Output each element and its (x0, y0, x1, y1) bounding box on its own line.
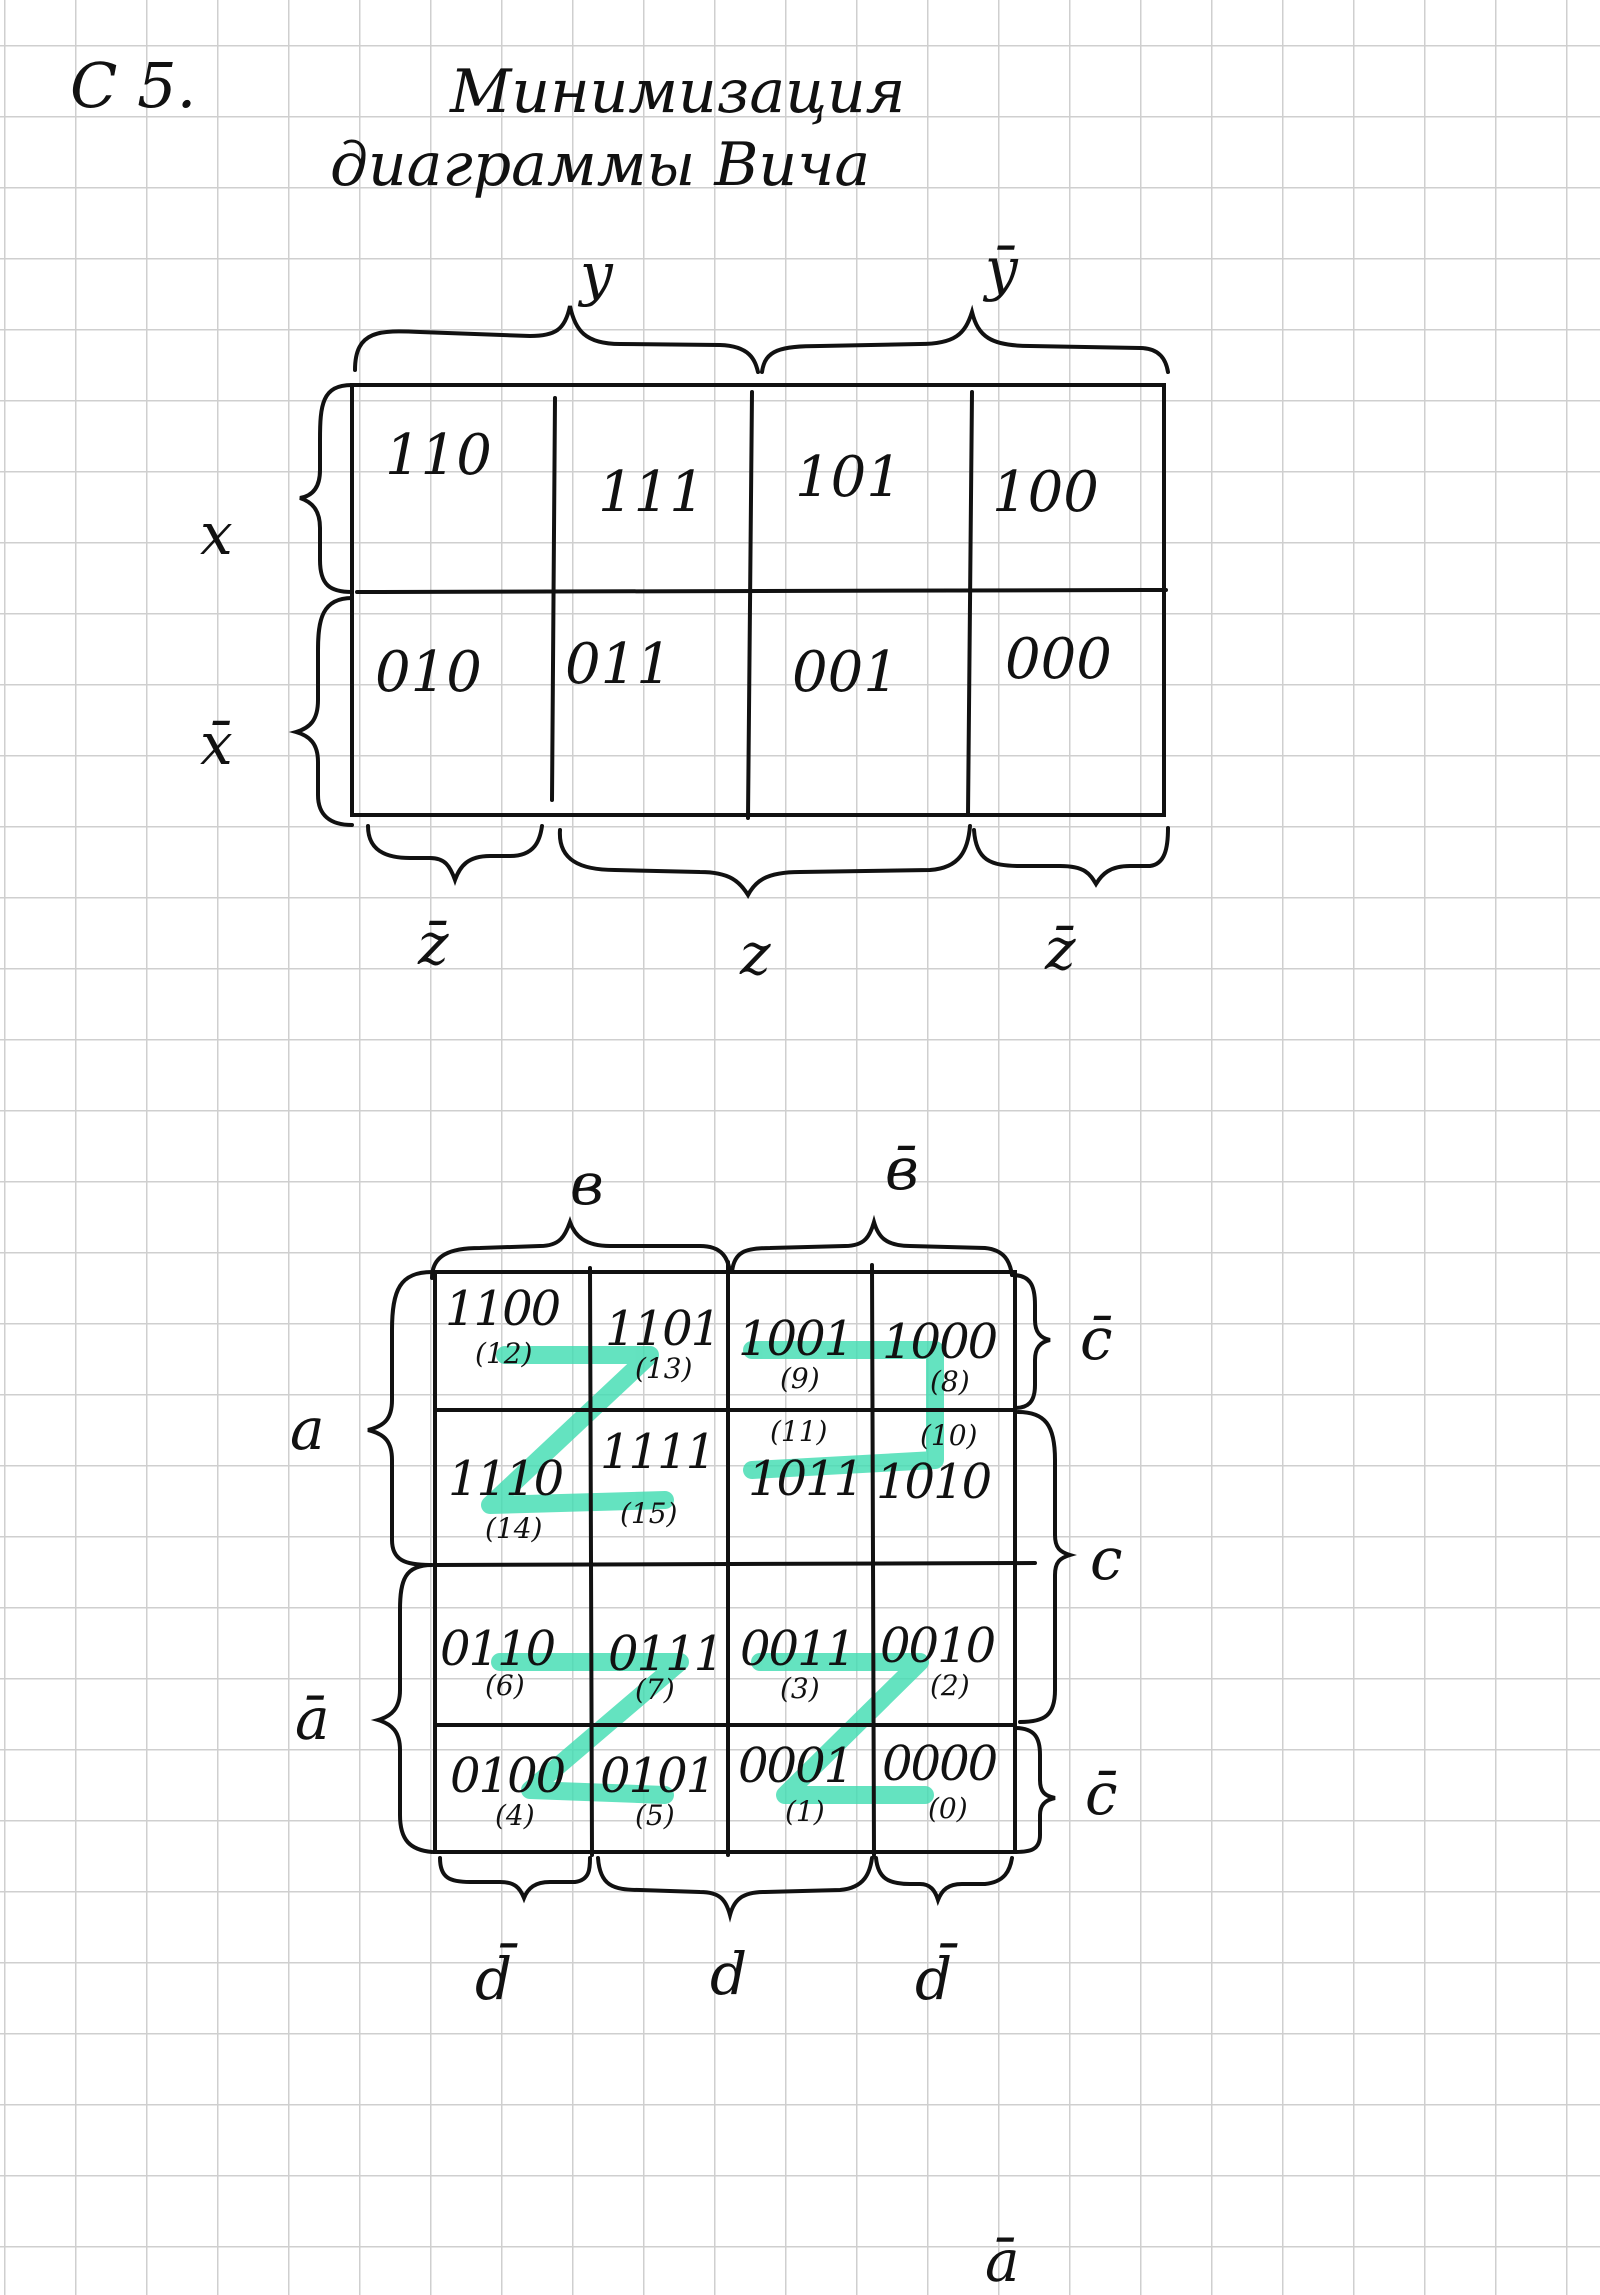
kmap3-label-zbar-left: z̄ (418, 910, 449, 978)
kmap4-brace-c (1016, 1410, 1077, 1724)
kmap3-brace-z-left (366, 824, 544, 886)
kmap4-cell-code: 0100 (450, 1748, 566, 1804)
kmap4-cell-index: (13) (635, 1352, 693, 1385)
kmap4-cell-index: (15) (620, 1497, 678, 1530)
kmap3-label-xbar: x̄ (200, 710, 233, 778)
kmap4-cell-index: (9) (780, 1362, 820, 1395)
kmap4-cell-code: 0000 (882, 1736, 998, 1792)
kmap4-cell-index: (5) (635, 1799, 675, 1832)
kmap4-brace-b (430, 1216, 732, 1280)
kmap4-label-a: a (290, 1395, 325, 1463)
kmap3-brace-z (557, 824, 972, 900)
kmap4-cell-index: (1) (785, 1795, 825, 1828)
kmap4-cell-code: 0010 (880, 1618, 996, 1674)
kmap4-cell-index: (10) (920, 1419, 978, 1452)
kmap4-cell-index: (6) (485, 1669, 525, 1702)
kmap3-brace-y (353, 305, 760, 374)
kmap4-brace-cbar-bottom (1013, 1726, 1056, 1854)
kmap3-col-divider-3 (966, 390, 974, 817)
kmap4-cell-code: 0101 (600, 1748, 716, 1804)
kmap3-cell: 100 (992, 460, 1099, 525)
kmap4-cell-index: (4) (495, 1799, 535, 1832)
kmap3-col-divider-1 (550, 396, 557, 802)
kmap4-brace-dbar-right (874, 1856, 1014, 1907)
kmap4-label-cbar-bottom: c̄ (1085, 1760, 1118, 1828)
kmap4-cell-code: 1001 (738, 1311, 854, 1367)
kmap4-label-dbar-right: d̄ (915, 1945, 953, 2013)
kmap3-cell: 001 (792, 640, 899, 705)
kmap4-label-b: в (570, 1150, 604, 1218)
kmap4-label-d: d (710, 1940, 748, 2008)
kmap4-cell-index: (0) (928, 1792, 968, 1825)
kmap4-label-dbar-left: d̄ (475, 1945, 513, 2013)
kmap3-cell: 101 (795, 445, 902, 510)
kmap3-cell: 011 (565, 632, 672, 697)
kmap3-label-ybar: ȳ (985, 235, 1018, 303)
kmap4-cell-code: 0111 (608, 1626, 724, 1682)
kmap4-label-bbar: в̄ (885, 1135, 919, 1203)
kmap3-label-zbar-right: z̄ (1045, 915, 1076, 983)
kmap4-cell-index: (7) (635, 1673, 675, 1706)
kmap3-cell: 000 (1005, 627, 1112, 692)
kmap3-brace-z-right (972, 826, 1170, 888)
kmap3-label-y: y (580, 240, 613, 308)
kmap4-cell-index: (2) (930, 1669, 970, 1702)
kmap4-brace-d (596, 1856, 874, 1923)
title-line-2: диаграммы Вича (330, 130, 871, 200)
kmap4-brace-abar (370, 1563, 434, 1854)
kmap4-cell-code: 1000 (882, 1314, 998, 1370)
kmap4-cell-code: 1100 (445, 1281, 561, 1337)
title-line-1: Минимизация (450, 57, 906, 127)
kmap4-cell-code: 1111 (600, 1424, 716, 1480)
kmap4-brace-a (367, 1270, 434, 1567)
kmap3-label-z: z (740, 920, 771, 988)
kmap3-cell: 110 (385, 423, 492, 488)
kmap4-cell-code: 1110 (448, 1451, 564, 1507)
kmap4-cell-index: (14) (485, 1512, 543, 1545)
footer-fragment: ā (985, 2227, 1020, 2295)
kmap4-cell-code: 1010 (876, 1454, 992, 1510)
kmap3-cell: 111 (598, 460, 705, 525)
kmap4-cell-code: 0001 (738, 1738, 854, 1794)
kmap3-cell: 010 (375, 640, 482, 705)
kmap4-label-c: c (1090, 1525, 1123, 1593)
kmap4-brace-dbar-left (438, 1856, 592, 1904)
kmap3-brace-ybar (760, 304, 1170, 374)
kmap4-cell-index: (11) (770, 1415, 828, 1448)
kmap4-highlight-groups (481, 1341, 944, 1804)
kmap3-row-divider (355, 588, 1168, 594)
task-label: С 5. (70, 49, 197, 122)
kmap4-cell-index: (3) (780, 1672, 820, 1705)
kmap4-brace-cbar-top (1010, 1273, 1051, 1410)
kmap4-cell-index: (8) (930, 1365, 970, 1398)
kmap3-brace-x (299, 383, 354, 594)
kmap3-label-x: x (200, 500, 233, 568)
kmap3-col-divider-2 (746, 390, 754, 820)
kmap4-cell-code: 0110 (440, 1621, 556, 1677)
kmap4-cell-code: 1011 (748, 1451, 864, 1507)
kmap4-label-cbar-top: c̄ (1080, 1305, 1113, 1373)
kmap4-brace-bbar (730, 1214, 1014, 1277)
kmap4-cell-code: 0011 (740, 1621, 856, 1677)
kmap4-cell-code: 1101 (605, 1301, 721, 1357)
kmap3-brace-xbar (288, 596, 354, 827)
kmap4-label-abar: ā (295, 1685, 330, 1753)
kmap4-cell-index: (12) (475, 1337, 533, 1370)
